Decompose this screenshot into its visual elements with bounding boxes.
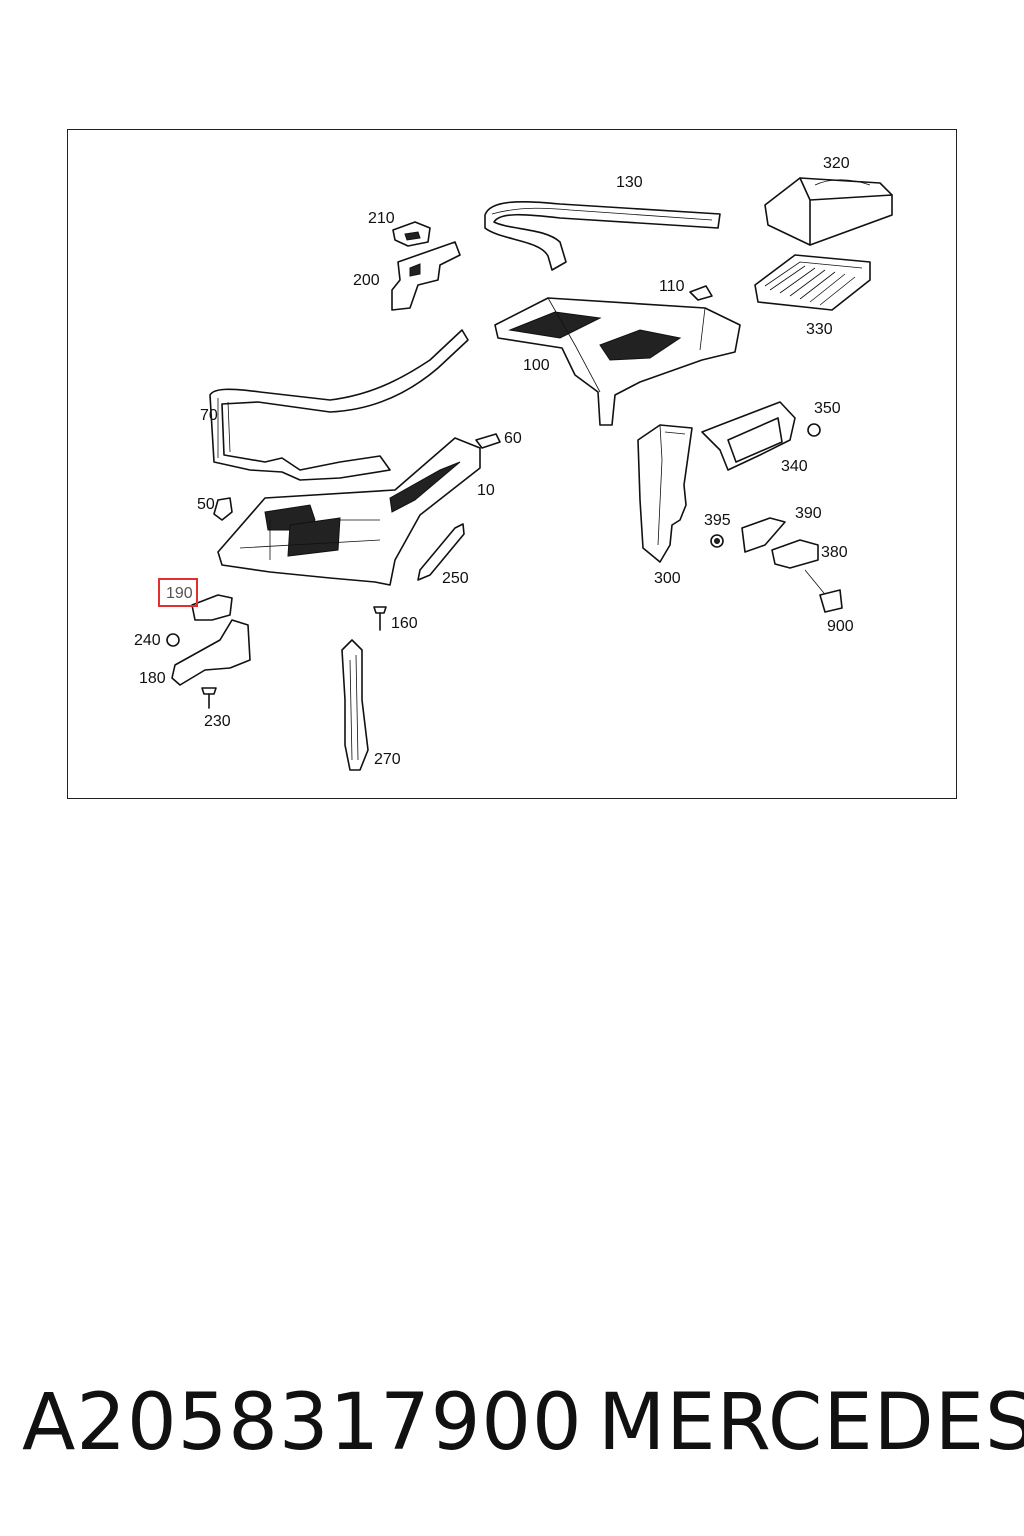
callout-210: 210	[368, 210, 395, 227]
part-390-bracket	[741, 517, 786, 553]
diagram-frame	[67, 129, 957, 799]
callout-250: 250	[442, 570, 469, 587]
callout-100: 100	[523, 357, 550, 374]
part-number: A2058317900	[22, 1378, 583, 1468]
callout-200: 200	[353, 272, 380, 289]
part-10-cowl-panel	[217, 437, 481, 586]
callout-130: 130	[616, 174, 643, 191]
part-180-bracket	[171, 619, 251, 686]
part-250-strip	[417, 523, 465, 581]
part-330-cabin-filter	[754, 254, 871, 311]
callout-390: 390	[795, 505, 822, 522]
part-900-connector	[804, 569, 843, 613]
part-60-clip	[475, 433, 501, 449]
part-210-clip	[392, 221, 431, 247]
callout-230: 230	[204, 713, 231, 730]
callout-190-highlighted: 190	[158, 578, 198, 607]
part-190-bracket	[191, 594, 233, 621]
part-50-clip	[213, 497, 233, 521]
callout-270: 270	[374, 751, 401, 768]
footer: A2058317900 MERCEDES	[0, 1378, 1024, 1468]
brand-name: MERCEDES	[598, 1378, 1024, 1468]
callout-320: 320	[823, 155, 850, 172]
callout-380: 380	[821, 544, 848, 561]
callout-350: 350	[814, 400, 841, 417]
part-200-bracket	[391, 241, 461, 311]
part-380-sensor	[771, 539, 819, 569]
part-350-grommet	[807, 423, 821, 437]
part-300-duct	[637, 424, 693, 563]
parts-exploded-diagram	[166, 177, 893, 771]
callout-110: 110	[659, 278, 685, 295]
part-340-bracket	[701, 401, 796, 471]
callout-10: 10	[477, 482, 495, 499]
part-130-seal-strip	[484, 200, 721, 271]
callout-180: 180	[139, 670, 166, 687]
part-160-screw	[373, 606, 387, 631]
part-240-nut	[166, 633, 180, 647]
part-70-seal	[209, 329, 469, 481]
callout-330: 330	[806, 321, 833, 338]
callout-340: 340	[781, 458, 808, 475]
callout-50: 50	[197, 496, 215, 513]
part-320-filter-housing	[764, 177, 893, 246]
callout-60: 60	[504, 430, 522, 447]
callout-70: 70	[200, 407, 218, 424]
part-110-clip	[689, 285, 713, 301]
part-395-nut-hole	[714, 538, 720, 544]
callout-300: 300	[654, 570, 681, 587]
callout-900: 900	[827, 618, 854, 635]
callout-395: 395	[704, 512, 731, 529]
callout-160: 160	[391, 615, 418, 632]
part-270-column	[341, 639, 369, 771]
part-100-housing	[494, 297, 741, 426]
callout-240: 240	[134, 632, 161, 649]
part-230-screw	[201, 687, 217, 709]
